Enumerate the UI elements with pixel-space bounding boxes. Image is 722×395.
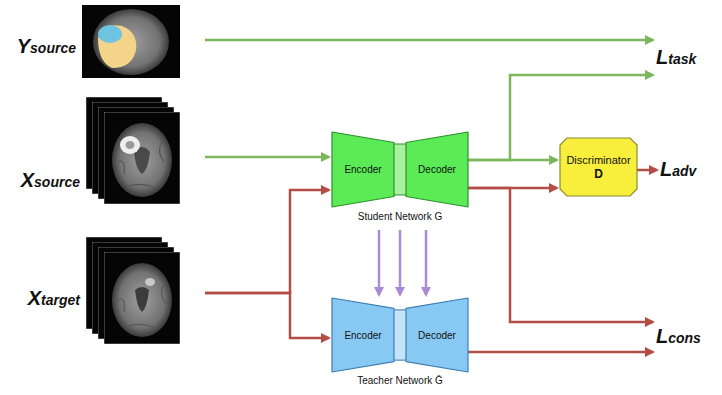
target-scan-stack — [86, 237, 180, 344]
connector — [425, 230, 428, 295]
block-outline — [406, 298, 468, 372]
input-image-stack: Xtarget — [86, 237, 180, 344]
input-label: Xsource — [21, 169, 80, 192]
input-image-stack: Xsource — [86, 97, 180, 204]
segmentation-region — [98, 25, 136, 68]
network-caption: Teacher Network Ḡ — [332, 375, 468, 386]
connector — [468, 351, 653, 354]
segmentation-core — [98, 25, 122, 43]
discriminator-box: DiscriminatorD — [560, 138, 637, 196]
segmented-scan — [82, 5, 180, 78]
loss-label: Lcons — [656, 325, 701, 348]
block-label: Encoder — [332, 164, 394, 175]
network-caption: Student Network G — [332, 211, 468, 222]
block-outline — [332, 298, 394, 372]
decoder-block: Decoder — [406, 298, 468, 372]
loss-term: Ladv — [660, 158, 696, 181]
brain — [93, 9, 169, 75]
scan-slice — [104, 112, 180, 204]
block-outline — [332, 132, 394, 207]
connector — [205, 39, 653, 42]
block-label: Decoder — [406, 330, 468, 341]
scan-slice — [104, 252, 180, 344]
discriminator-label: D — [594, 167, 603, 181]
connector — [399, 230, 402, 295]
encoder-block: Encoder — [332, 132, 394, 207]
encoder-block: Encoder — [332, 298, 394, 372]
discriminator-label: Discriminator — [566, 153, 630, 167]
loss-label: Ltask — [656, 46, 696, 69]
input-label: Ysource — [17, 35, 76, 58]
connector — [205, 293, 329, 338]
source-scan-stack — [86, 97, 180, 204]
connector — [468, 188, 653, 322]
loss-term: Lcons — [656, 325, 701, 348]
block-outline — [406, 132, 468, 207]
decoder-block: Decoder — [406, 132, 468, 207]
connector — [205, 190, 329, 293]
student-network: Encoder DecoderStudent Network G — [332, 132, 468, 226]
teacher-network: Encoder DecoderTeacher Network Ḡ — [332, 298, 468, 390]
connector — [378, 230, 381, 295]
input-image: Ysource — [82, 5, 180, 78]
loss-term: Ltask — [656, 46, 696, 69]
connector — [205, 156, 329, 159]
connector — [468, 159, 557, 162]
discriminator-outline — [560, 138, 637, 196]
block-label: Encoder — [332, 330, 394, 341]
scan-frame — [82, 5, 180, 78]
block-label: Decoder — [406, 164, 468, 175]
loss-label: Ladv — [660, 158, 696, 181]
input-label: Xtarget — [28, 287, 80, 310]
connector — [637, 169, 657, 172]
